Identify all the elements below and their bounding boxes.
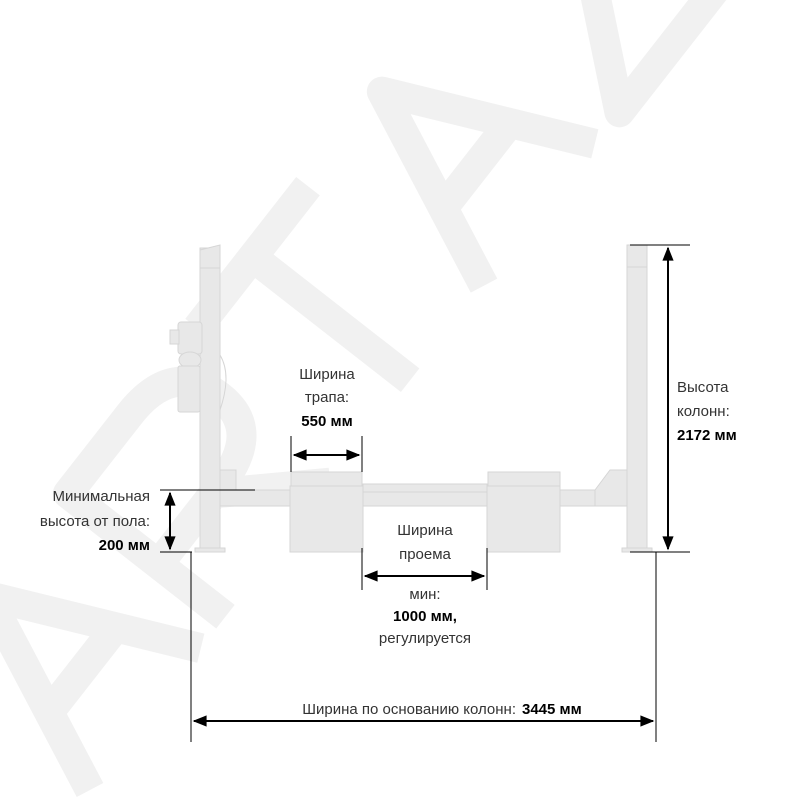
column-height-label-2: колонн: bbox=[677, 403, 730, 420]
ramp-width-value: 550 мм bbox=[301, 413, 352, 430]
opening-width-note: регулируется bbox=[379, 630, 471, 647]
ramp-width-label-1: Ширина bbox=[299, 366, 355, 383]
opening-width-label-2: проема bbox=[399, 546, 451, 563]
base-width-label: Ширина по основанию колонн: bbox=[302, 701, 516, 718]
left-runway bbox=[289, 485, 364, 553]
min-height-value: 200 мм bbox=[99, 537, 150, 554]
opening-width-label-1: Ширина bbox=[397, 522, 453, 539]
left-column-cap bbox=[199, 244, 221, 269]
right-column-cap bbox=[626, 244, 648, 268]
right-column bbox=[626, 244, 648, 553]
right-runway-top bbox=[487, 471, 561, 488]
column-height-value: 2172 мм bbox=[677, 427, 737, 444]
crossbeam-bracket bbox=[594, 469, 628, 507]
min-height-label-1: Минимальная bbox=[52, 488, 150, 505]
watermark-logo bbox=[0, 0, 736, 797]
column-height-label-1: Высота bbox=[677, 379, 729, 396]
left-column bbox=[199, 247, 221, 553]
min-height-label-2: высота от пола: bbox=[40, 513, 150, 530]
opening-width-dimension bbox=[361, 548, 488, 590]
lift-structure bbox=[169, 244, 653, 553]
opening-width-label-3: мин: bbox=[409, 586, 440, 603]
left-runway-top bbox=[290, 471, 363, 488]
base-width-dimension bbox=[190, 552, 657, 742]
base-width-value: 3445 мм bbox=[522, 701, 582, 718]
column-height-dimension bbox=[630, 244, 690, 553]
center-plate bbox=[362, 483, 488, 493]
opening-width-value: 1000 мм, bbox=[393, 608, 457, 625]
hydraulic-pump bbox=[169, 321, 227, 413]
min-height-dimension bbox=[160, 489, 255, 553]
ramp-width-dimension bbox=[290, 436, 363, 472]
right-runway bbox=[486, 485, 561, 553]
ramp-width-label-2: трапа: bbox=[305, 389, 349, 406]
